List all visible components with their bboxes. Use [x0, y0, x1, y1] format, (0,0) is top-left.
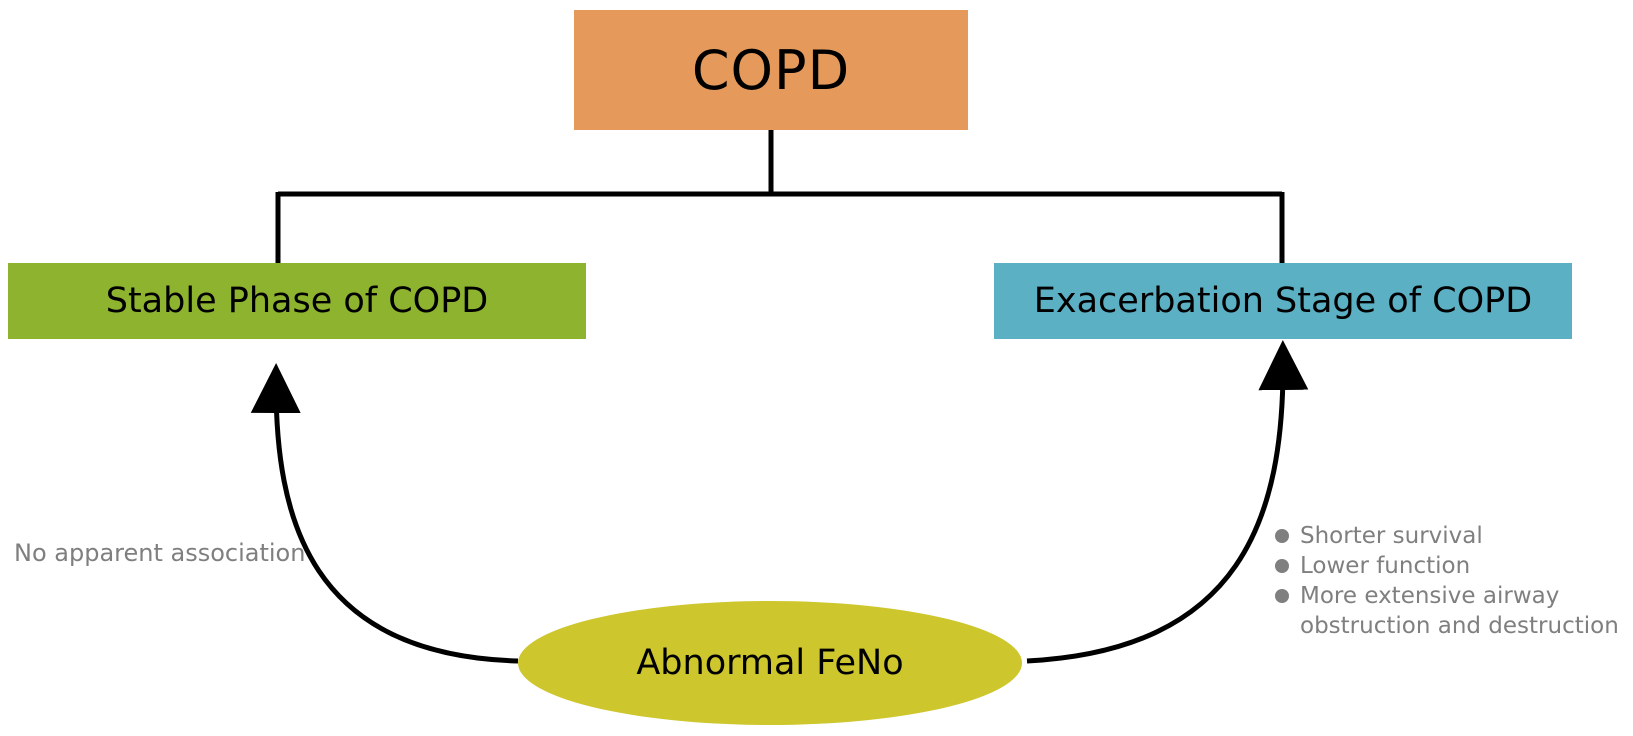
outcome-text: Lower function [1300, 553, 1471, 579]
arrow-to-stable [250, 363, 519, 664]
outcome-item: More extensive airway [1270, 581, 1619, 611]
stable-association-note: No apparent association [14, 539, 306, 567]
outcome-item: Shorter survival [1270, 521, 1619, 551]
stable-phase-label: Stable Phase of COPD [105, 281, 489, 321]
bullet-dot-icon [1275, 529, 1289, 543]
abnormal-feno-label: Abnormal FeNo [636, 643, 904, 683]
outcome-item: Lower function [1270, 551, 1619, 581]
bullet-dot-icon [1275, 559, 1289, 573]
bullet-dot-icon [1275, 589, 1289, 603]
copd-root-label: COPD [691, 38, 851, 102]
outcome-text: More extensive airway [1300, 583, 1560, 609]
stable-phase-box: Stable Phase of COPD [8, 263, 586, 339]
exacerbation-outcomes-list: Shorter survival Lower function More ext… [1270, 521, 1619, 641]
copd-root-box: COPD [574, 10, 968, 130]
outcome-text: Shorter survival [1300, 523, 1483, 549]
abnormal-feno-ellipse: Abnormal FeNo [518, 601, 1022, 725]
outcome-item-continuation: obstruction and destruction [1270, 611, 1619, 641]
outcome-text: obstruction and destruction [1300, 613, 1619, 639]
exacerbation-stage-label: Exacerbation Stage of COPD [1033, 281, 1533, 321]
exacerbation-stage-box: Exacerbation Stage of COPD [994, 263, 1572, 339]
arrow-to-exacerbation [1026, 340, 1309, 664]
